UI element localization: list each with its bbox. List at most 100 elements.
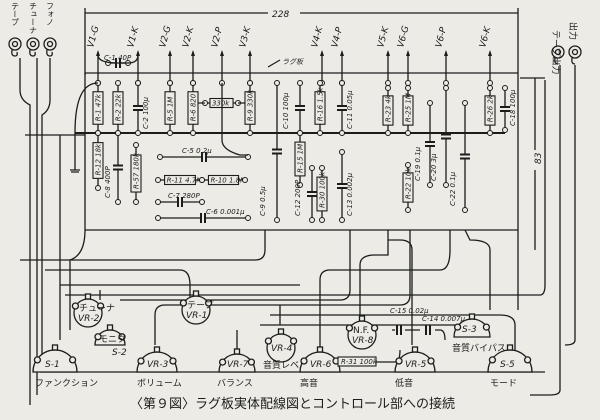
- control-vr-5[interactable]: VR-5低音: [394, 346, 436, 389]
- input-jack-2[interactable]: フォノ: [43, 2, 57, 57]
- board-label: ラグ板: [282, 58, 304, 66]
- capacitor-c22: C-22 0.1μ: [449, 100, 470, 213]
- lug-terminal: [462, 100, 468, 106]
- control-id: VR-8: [352, 336, 374, 346]
- control-name: チューナ: [79, 303, 115, 314]
- lug-terminal: [155, 199, 161, 205]
- lug-terminal: [190, 130, 196, 136]
- lug-terminal: [199, 199, 205, 205]
- control-name: モニタ: [99, 334, 126, 345]
- resistor-label: R-1 47k: [95, 93, 103, 121]
- resistor-r26: R-26 2k: [484, 85, 496, 136]
- tube-pin-label: V4-K: [310, 25, 325, 49]
- control-name: バランス: [217, 378, 253, 389]
- capacitor-label: C-8 400P: [104, 166, 112, 198]
- lug-terminal: [157, 154, 163, 160]
- lug-terminal: [319, 217, 325, 223]
- output-jack-0[interactable]: テープ出力: [550, 30, 565, 74]
- tube-pin-label: V2-P: [210, 26, 225, 49]
- capacitor-c19: C-19 0.1μ: [414, 100, 435, 188]
- resistor-r1: R-1 47k: [92, 80, 104, 136]
- resistor-r5: R-5 1M: [164, 80, 176, 136]
- control-vr-6[interactable]: VR-6高音: [299, 346, 341, 389]
- lug-terminal: [242, 177, 248, 183]
- lug-terminal: [135, 80, 141, 86]
- output-jack-1[interactable]: 出力: [567, 22, 582, 65]
- control-id: VR-1: [186, 311, 207, 321]
- control-name: 音質バイパス: [452, 342, 506, 354]
- tube-pin-label: V1-G: [86, 25, 101, 49]
- control-name: 高音: [300, 377, 318, 389]
- control-name: 音質レベル: [263, 359, 308, 371]
- lug-terminal: [405, 130, 411, 136]
- control-name: ボリューム: [137, 378, 182, 389]
- capacitor-label: C-7 280P: [168, 192, 200, 200]
- lug-terminal: [339, 149, 345, 155]
- resistor-r22: R-22 10k: [402, 162, 414, 213]
- tube-pin-v6-g: V6-G: [396, 25, 412, 86]
- control-id: VR-5: [405, 360, 427, 370]
- lug-terminal: [247, 80, 253, 86]
- c15-label: C-15 0.02μ: [390, 307, 429, 315]
- resistor-label: R-15 1M: [297, 144, 305, 173]
- lug-terminal: [247, 130, 253, 136]
- capacitor-c14: [425, 325, 431, 335]
- capacitor-label: C-9 0.5μ: [259, 186, 267, 216]
- lug-terminal: [487, 130, 493, 136]
- capacitor-c8: C-8 400P: [104, 130, 123, 205]
- wires: [19, 54, 576, 405]
- control-vr-8[interactable]: N.F.VR-8: [345, 315, 379, 350]
- figure-caption: 〈第９図〉ラグ板実体配線図とコントロール部への接続: [130, 396, 455, 412]
- lug-terminal: [167, 130, 173, 136]
- dimension-83: 83: [520, 77, 545, 250]
- capacitor-label: C-12 200P: [294, 179, 302, 216]
- lug-terminal: [443, 85, 449, 91]
- resistor-r23: R-23 4k: [382, 85, 394, 136]
- dimension-height-label: 83: [534, 152, 544, 164]
- input-jack-0[interactable]: テープ: [8, 2, 22, 57]
- lug-terminal: [95, 185, 101, 191]
- jack-label: チューナ: [29, 2, 38, 34]
- tube-pin-v2-k: V2-K: [181, 25, 197, 86]
- capacitor-c7: C-7 280P: [155, 192, 205, 207]
- lug-terminal: [405, 85, 411, 91]
- lug-terminal: [155, 177, 161, 183]
- resistor-r2: R-2 22k: [112, 80, 124, 136]
- lug-terminal: [309, 217, 315, 223]
- capacitor-label: C-20 3μ: [430, 153, 438, 181]
- tube-pin-v6-k: V6-K: [478, 25, 494, 86]
- right-output-jacks: テープ出力出力: [550, 22, 582, 74]
- lug-board: ラグ板: [75, 58, 518, 231]
- control-name: テープ: [187, 300, 213, 311]
- c14-label: C-14 0.007μ: [422, 315, 466, 323]
- lug-terminal: [427, 182, 433, 188]
- resistor-r30: R-30 100k: [316, 165, 328, 223]
- tube-pin-v2-p: V2-P: [210, 26, 225, 86]
- resistor-r10: R-10 1.8M: [199, 174, 248, 186]
- tube-pin-label: V3-K: [238, 25, 253, 49]
- tube-pin-v1-g: V1-G: [86, 25, 102, 86]
- capacitor-c9: C-9 0.5μ: [259, 80, 282, 223]
- capacitor-c1: C-1 40P: [104, 54, 132, 68]
- input-jack-1[interactable]: チューナ: [26, 2, 40, 57]
- tube-pin-label: V5-K: [376, 25, 391, 49]
- capacitor-label: C-22 0.1μ: [449, 171, 457, 206]
- capacitor-c18: C-18 100μ: [500, 85, 517, 133]
- lug-terminal: [115, 80, 121, 86]
- tube-pin-v2-g: V2-G: [158, 25, 174, 86]
- lug-terminal: [115, 130, 121, 136]
- resistor-r9: R-9 330k: [244, 80, 256, 136]
- lug-terminal: [502, 127, 508, 133]
- lug-terminal: [405, 207, 411, 213]
- resistor-label: R-57 180k: [133, 152, 141, 189]
